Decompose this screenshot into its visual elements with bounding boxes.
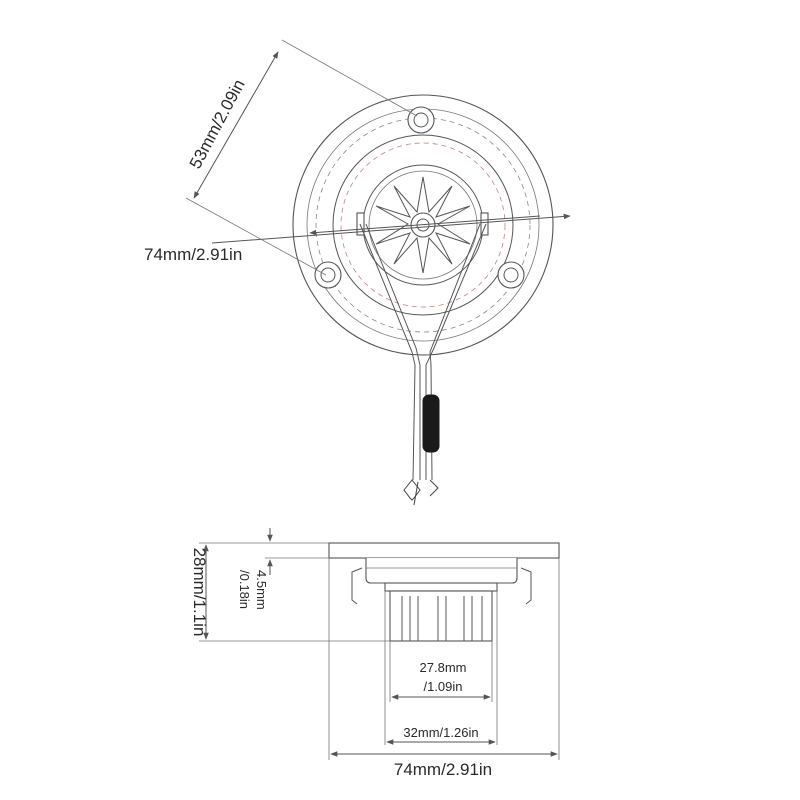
bolt-hole-left (314, 261, 342, 289)
side-clip-left (351, 567, 363, 605)
wire-end-terminal (403, 479, 439, 506)
label-height: 28mm/1.1in (190, 548, 209, 637)
label-diameter-top: 74mm/2.91in (144, 245, 242, 264)
dim-line-diameter (211, 213, 571, 244)
top-view: 53mm/2.09in 74mm/2.91in (144, 39, 571, 506)
body-ring (332, 134, 514, 316)
side-collar (384, 582, 498, 592)
side-body (365, 558, 518, 584)
ext-line-bolt-left (185, 197, 327, 276)
body-inner-dashed (340, 142, 506, 308)
wire-sleeve (422, 394, 440, 453)
hub-star-pattern (375, 176, 471, 274)
label-flange-mm: 4.5mm (254, 570, 269, 610)
tab-right (480, 212, 489, 236)
side-clip-right (520, 567, 532, 605)
bolt-circle (315, 117, 531, 333)
side-finned-base (389, 590, 493, 642)
side-view: 28mm/1.1in 4.5mm /0.18in 27.8mm /1.09in … (190, 528, 560, 779)
bolt-hole-right (497, 261, 525, 289)
dim-line-bolt-circle (193, 51, 279, 199)
side-fins (401, 596, 483, 641)
label-flange-in: /0.18in (237, 570, 252, 609)
label-total: 74mm/2.91in (394, 760, 492, 779)
label-inner-mm: 27.8mm (420, 660, 467, 675)
ext-line-bolt-top (281, 39, 418, 117)
bolt-hole-top (407, 106, 435, 134)
side-flange (328, 542, 560, 559)
hub-inner (368, 170, 478, 280)
label-body: 32mm/1.26in (403, 725, 478, 740)
label-inner-in: /1.09in (423, 679, 462, 694)
dim-line-diameter-arrow (309, 215, 541, 236)
